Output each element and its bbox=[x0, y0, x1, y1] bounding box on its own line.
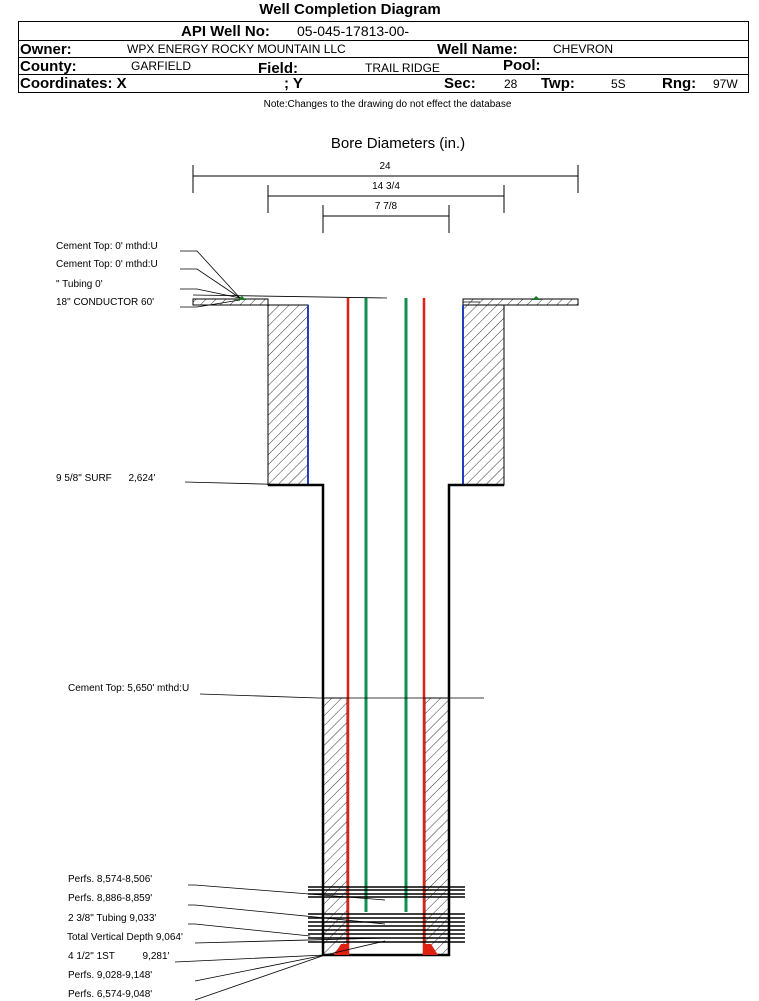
owner-label: Owner: bbox=[20, 41, 72, 58]
rng-value: 97W bbox=[713, 77, 738, 91]
label-perfs-3: Perfs. 9,028-9,148' bbox=[68, 970, 152, 981]
county-value: GARFIELD bbox=[131, 59, 192, 73]
cement-top-marker bbox=[532, 296, 541, 300]
field-value: TRAIL RIDGE bbox=[365, 61, 440, 75]
label-cement-top-1: Cement Top: 0' mthd:U bbox=[56, 241, 158, 252]
hole-outline bbox=[268, 483, 504, 957]
label-cement-top-2: Cement Top: 0' mthd:U bbox=[56, 259, 158, 270]
coordinates-row: Coordinates: X ; Y Sec: 28 Twp: 5S Rng: … bbox=[19, 74, 748, 92]
twp-value: 5S bbox=[611, 77, 626, 91]
label-production-casing: 4 1/2" 1ST 9,281' bbox=[68, 951, 170, 962]
production-cement-right bbox=[424, 697, 450, 956]
leader-lines bbox=[174, 250, 484, 1001]
field-label: Field: bbox=[258, 60, 298, 77]
owner-row: Owner: WPX ENERGY ROCKY MOUNTAIN LLC Wel… bbox=[19, 40, 748, 58]
county-row: County: GARFIELD Field: TRAIL RIDGE Pool… bbox=[19, 57, 748, 77]
coord-y-label: ; Y bbox=[284, 75, 303, 92]
conductor-left bbox=[192, 298, 269, 306]
cement-top-marker bbox=[236, 296, 246, 300]
page-title: Well Completion Diagram bbox=[259, 1, 441, 18]
sec-label: Sec: bbox=[444, 75, 476, 92]
note-text: Note:Changes to the drawing do not effec… bbox=[263, 99, 512, 110]
pool-label: Pool: bbox=[503, 57, 541, 74]
label-cement-top-5650: Cement Top: 5,650' mthd:U bbox=[68, 683, 189, 694]
surface-cement-left bbox=[267, 304, 309, 486]
depth-labels: Cement Top: 0' mthd:U Cement Top: 0' mth… bbox=[56, 241, 189, 1000]
shoe-right bbox=[424, 944, 438, 955]
surface-cement-right bbox=[462, 304, 505, 486]
well-name-value: CHEVRON bbox=[553, 42, 614, 56]
twp-label: Twp: bbox=[541, 75, 575, 92]
label-perfs-1: Perfs. 8,574-8,506' bbox=[68, 874, 152, 885]
label-total-depth: Total Vertical Depth 9,064' bbox=[67, 932, 183, 943]
api-label: API Well No: bbox=[181, 23, 270, 40]
county-label: County: bbox=[20, 58, 77, 75]
label-perfs-4: Perfs. 6,574-9,048' bbox=[68, 989, 152, 1000]
label-perfs-2: Perfs. 8,886-8,859' bbox=[68, 893, 152, 904]
owner-value: WPX ENERGY ROCKY MOUNTAIN LLC bbox=[127, 42, 346, 56]
label-tubing-depth: 2 3/8" Tubing 9,033' bbox=[68, 913, 156, 924]
conductor-right bbox=[462, 298, 579, 306]
label-tubing-0: " Tubing 0' bbox=[56, 279, 103, 290]
api-value: 05-045-17813-00- bbox=[297, 23, 410, 39]
perforations bbox=[308, 886, 465, 943]
diameter-7-7-8: 7 7/8 bbox=[375, 201, 398, 212]
dimension-lines bbox=[192, 165, 579, 233]
sec-value: 28 bbox=[504, 77, 518, 91]
well-name-label: Well Name: bbox=[437, 41, 518, 58]
diameter-24: 24 bbox=[379, 161, 391, 172]
coord-x-label: Coordinates: X bbox=[20, 75, 127, 92]
diameter-14-3-4: 14 3/4 bbox=[372, 181, 400, 192]
rng-label: Rng: bbox=[662, 75, 697, 92]
header-table: API Well No: 05-045-17813-00- Owner: WPX… bbox=[18, 21, 749, 93]
label-surface-casing: 9 5/8" SURF 2,624' bbox=[56, 473, 155, 484]
production-cement-left bbox=[322, 697, 348, 956]
bore-title: Bore Diameters (in.) bbox=[331, 135, 465, 152]
label-conductor: 18" CONDUCTOR 60' bbox=[56, 297, 154, 308]
